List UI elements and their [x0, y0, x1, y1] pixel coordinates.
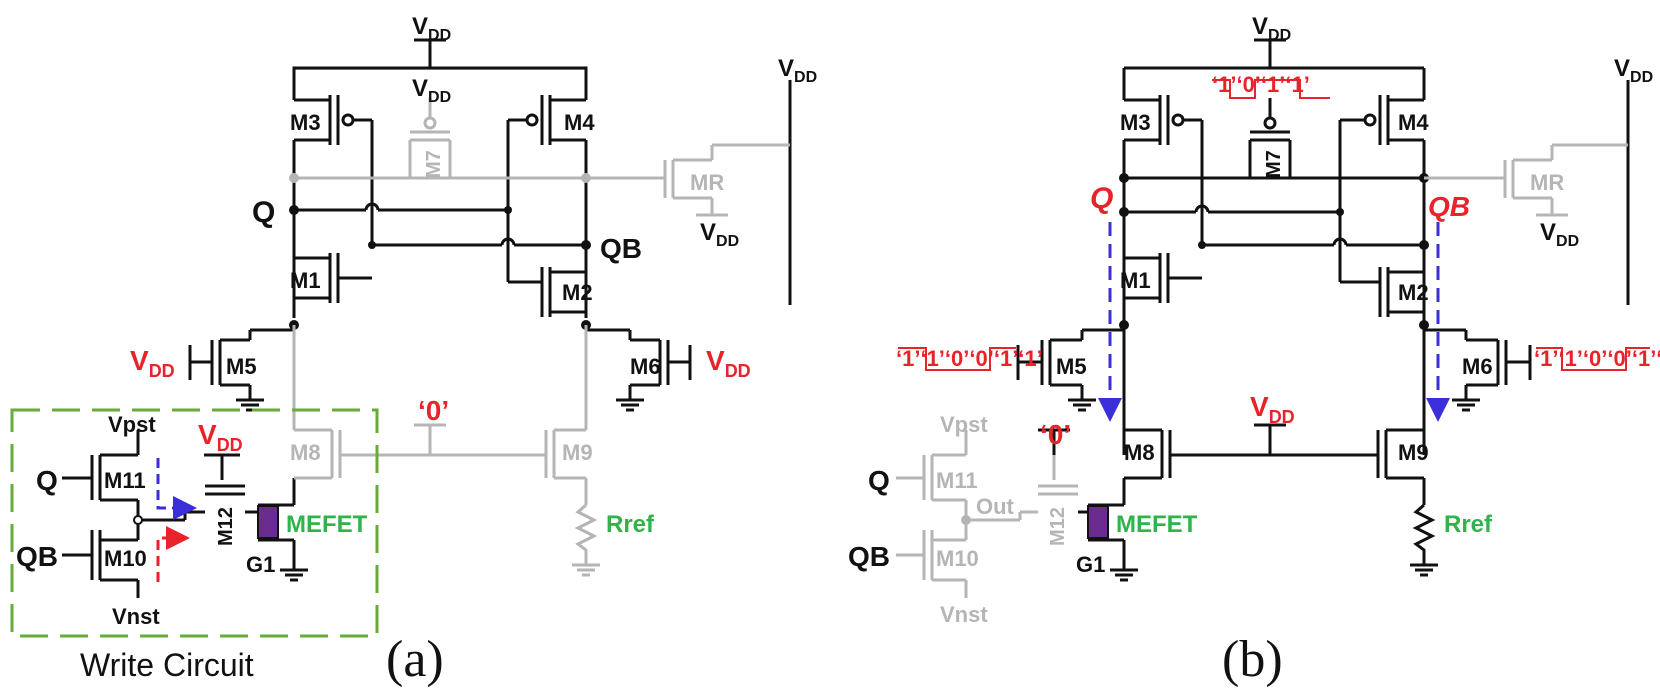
q-input-b: Q	[868, 465, 890, 496]
zero-label-a: ‘0’	[418, 395, 449, 426]
vnst-label-a: Vnst	[112, 604, 160, 629]
panel-b	[1016, 38, 1630, 582]
out-label-b: Out	[976, 494, 1015, 519]
rref-label-b: Rref	[1444, 511, 1493, 538]
m2-label-a: M2	[562, 280, 593, 305]
m10-label-a: M10	[104, 546, 147, 571]
m6-wave-label: ‘1’‘1’‘0’‘0’‘1’‘1’	[1534, 346, 1660, 371]
vpst-label-a: Vpst	[108, 412, 156, 437]
panel-b-nodes	[1119, 173, 1429, 330]
mefet-gate	[257, 505, 279, 539]
zero-label-b: ‘0’	[1040, 419, 1071, 450]
mr-label-b: MR	[1530, 170, 1564, 195]
mefet-label-a: MEFET	[286, 511, 368, 538]
m5-label-b: M5	[1056, 354, 1087, 379]
current-arrows-b	[1098, 222, 1450, 422]
mefet-label-b: MEFET	[1116, 511, 1198, 538]
m9-label-a: M9	[562, 440, 593, 465]
panel-a-nodes	[133, 205, 591, 525]
qb-input-b: QB	[848, 541, 890, 572]
vnst-label-b: Vnst	[940, 602, 988, 627]
write-circuit-label: Write Circuit	[80, 647, 254, 683]
g1-label-b: G1	[1076, 552, 1105, 577]
m10-label-b: M10	[936, 546, 979, 571]
current-arrows-a	[156, 458, 197, 582]
m8-label-b: M8	[1124, 440, 1155, 465]
vpst-label-b: Vpst	[940, 412, 988, 437]
vdd-top-a: VDD	[412, 13, 451, 44]
vdd-rail-b: VDD	[1614, 55, 1653, 86]
m11-label-a: M11	[104, 468, 146, 493]
mr-label-a: MR	[690, 170, 724, 195]
qb-label-a: QB	[600, 233, 642, 264]
mefet-gate-b	[1087, 505, 1109, 539]
rref-label-a: Rref	[606, 511, 655, 538]
m4-label-a: M4	[564, 110, 595, 135]
panel-a-inactive	[292, 98, 790, 577]
vdd-m12-a: VDD	[198, 419, 243, 455]
g1-label-a: G1	[246, 552, 275, 577]
q-label-b: Q	[1090, 182, 1113, 215]
m7-wave-label: ‘1’‘0’‘1’‘1’	[1212, 72, 1310, 97]
m1-label-b: M1	[1120, 268, 1151, 293]
m6-label-a: M6	[630, 354, 661, 379]
vdd-m8m9-b: VDD	[1250, 391, 1295, 427]
waveforms	[898, 79, 1650, 371]
panel-a	[62, 38, 792, 598]
qb-label-b: QB	[1428, 191, 1470, 222]
vdd-mr-a: VDD	[700, 219, 739, 250]
q-label-a: Q	[252, 196, 275, 229]
vdd-m6-a: VDD	[706, 345, 751, 381]
m7-label-a: M7	[423, 150, 445, 178]
m9-label-b: M9	[1398, 440, 1429, 465]
m3-label-a: M3	[290, 110, 321, 135]
qb-input-a: QB	[16, 541, 58, 572]
m12-label-a: M12	[215, 507, 237, 546]
m12-label-b: M12	[1047, 507, 1069, 546]
m5-label-a: M5	[226, 354, 257, 379]
m11-label-b: M11	[936, 468, 978, 493]
m3-label-b: M3	[1120, 110, 1151, 135]
q-input-a: Q	[36, 465, 58, 496]
m2-label-b: M2	[1398, 280, 1429, 305]
m8-label-a: M8	[290, 440, 321, 465]
caption-a: (a)	[386, 631, 444, 688]
write-circuit-box	[10, 408, 379, 638]
vdd-top-b: VDD	[1252, 13, 1291, 44]
vdd-m5-a: VDD	[130, 345, 175, 381]
vdd-m7-a: VDD	[412, 75, 451, 106]
vdd-rail-a: VDD	[778, 55, 817, 86]
m5-wave-label: ‘1’‘1’‘0’‘0’‘1’‘1’	[896, 346, 1043, 371]
vdd-mr-b: VDD	[1540, 219, 1579, 250]
m7-label-b: M7	[1263, 150, 1285, 178]
caption-b: (b)	[1222, 631, 1283, 688]
m4-label-b: M4	[1398, 110, 1429, 135]
m1-label-a: M1	[290, 268, 321, 293]
panel-a-inactive-nodes	[289, 173, 591, 183]
m6-label-b: M6	[1462, 354, 1493, 379]
panel-b-inactive	[896, 143, 1628, 598]
